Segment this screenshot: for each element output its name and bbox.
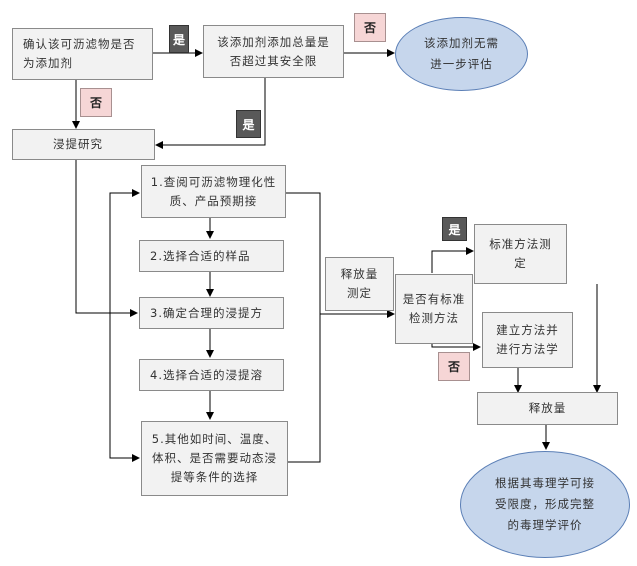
loop-left-bracket [109, 189, 140, 459]
final-eval-text: 根据其毒理学可接受限度，形成完整的毒理学评价 [495, 476, 595, 532]
step4-text: 4.选择合适的浸提溶 [150, 367, 263, 382]
exceeds-limit-box: 该添加剂添加总量是否超过其安全限 [203, 25, 344, 78]
confirm-additive-box: 确认该可沥滤物是否为添加剂 [12, 28, 153, 80]
release-test-text: 释放量测定 [340, 267, 379, 300]
loop-right-bracket [286, 192, 321, 463]
step3-text: 3.确定合理的浸提方 [150, 305, 263, 320]
no-label: 否 [363, 21, 376, 35]
yes-tag-confirm: 是 [169, 25, 189, 53]
step2-text: 2.选择合适的样品 [150, 248, 251, 263]
standard-method-test-text: 标准方法测定 [489, 237, 552, 270]
leaching-study-text: 浸提研究 [53, 137, 103, 151]
no-tag-limit: 否 [354, 13, 386, 42]
step3-box: 3.确定合理的浸提方 [139, 297, 284, 329]
step5-text: 5.其他如时间、温度、体积、是否需要动态浸提等条件的选择 [151, 432, 278, 484]
standard-method-test-box: 标准方法测定 [474, 224, 567, 284]
step4-box: 4.选择合适的浸提溶 [139, 359, 284, 391]
arrow-leaching-to-steps [75, 160, 138, 317]
step1-text: 1.查阅可沥滤物理化性质、产品预期接 [150, 174, 277, 208]
exceeds-limit-text: 该添加剂添加总量是否超过其安全限 [217, 34, 330, 68]
no-further-eval-text: 该添加剂无需进一步评估 [424, 36, 499, 71]
arrow-limit-to-leaching [155, 78, 266, 149]
release-amount-box: 释放量 [477, 392, 618, 425]
standard-method-question-text: 是否有标准检测方法 [402, 292, 466, 325]
yes-label: 是 [242, 117, 255, 132]
establish-method-box: 建立方法并进行方法学 [482, 312, 573, 368]
no-tag-confirm: 否 [80, 88, 112, 117]
arrow-question-to-standard [431, 247, 474, 273]
yes-label: 是 [448, 222, 461, 237]
step2-box: 2.选择合适的样品 [139, 240, 284, 272]
step5-box: 5.其他如时间、温度、体积、是否需要动态浸提等条件的选择 [141, 421, 288, 496]
arrow-question-to-establish [431, 343, 481, 351]
release-amount-text: 释放量 [528, 401, 567, 415]
leaching-study-box: 浸提研究 [12, 129, 155, 160]
establish-method-text: 建立方法并进行方法学 [496, 323, 559, 356]
no-tag-question: 否 [438, 352, 470, 381]
no-label: 否 [89, 96, 102, 110]
confirm-additive-text: 确认该可沥滤物是否为添加剂 [23, 37, 136, 70]
step1-box: 1.查阅可沥滤物理化性质、产品预期接 [141, 165, 286, 218]
no-further-eval-ellipse: 该添加剂无需进一步评估 [395, 17, 528, 91]
no-label: 否 [447, 360, 460, 374]
release-test-box: 释放量测定 [325, 257, 394, 311]
yes-tag-limit: 是 [236, 110, 261, 138]
standard-method-question-box: 是否有标准检测方法 [395, 274, 473, 344]
final-eval-ellipse: 根据其毒理学可接受限度，形成完整的毒理学评价 [460, 451, 630, 558]
yes-tag-question: 是 [442, 217, 467, 241]
yes-label: 是 [172, 32, 185, 47]
